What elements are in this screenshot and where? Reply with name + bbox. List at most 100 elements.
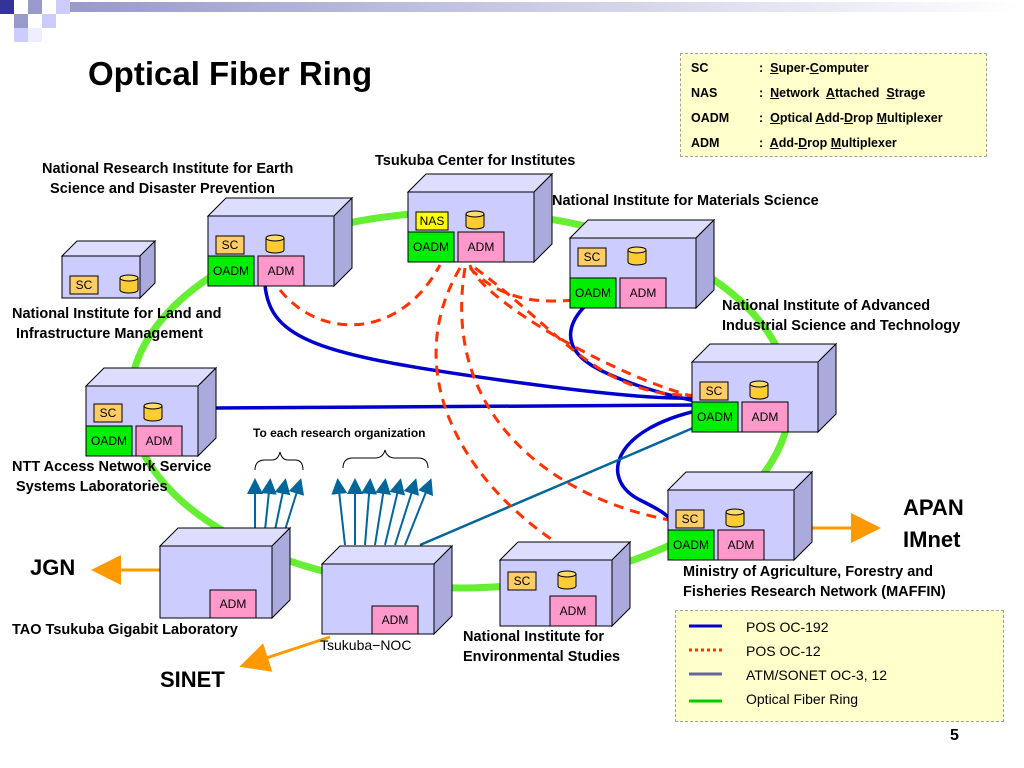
site-aist-oadm-tag xyxy=(691,401,739,433)
site-nims-sc-tag-label: SC xyxy=(584,250,601,264)
abbr-part: omputer xyxy=(818,61,869,75)
site-maffin-adm-tag xyxy=(717,529,765,561)
line-type-legend: POS OC-192 POS OC-12 ATM/SONET OC-3, 12 … xyxy=(675,610,1004,722)
abbr-term: SC xyxy=(691,61,709,75)
abbr-part: C xyxy=(809,61,819,75)
abbr-part: S xyxy=(770,61,779,75)
site-nied-sc-tag-label: SC xyxy=(222,238,239,252)
oc192-links xyxy=(214,284,701,521)
storage-icon xyxy=(465,214,485,230)
abbr-sep: : xyxy=(759,61,771,75)
abbr-term: NAS xyxy=(691,86,718,100)
storage-icon-top xyxy=(143,402,163,410)
abbr-row-nas: NAS: Network Attached Strage xyxy=(691,86,925,100)
abbr-sep: : xyxy=(759,136,770,150)
storage-icon xyxy=(627,250,647,266)
site-maffin-sc-tag-label: SC xyxy=(682,512,699,526)
abbr-row-oadm: OADM: Optical Add-Drop Multiplexer xyxy=(691,111,943,125)
label-sinet: SINET xyxy=(160,667,225,692)
abbr-part: rop xyxy=(853,111,877,125)
label-nies: National Institute for Environmental Stu… xyxy=(463,629,621,665)
abbr-part: etwork xyxy=(779,86,826,100)
abbr-sep: : xyxy=(759,86,771,100)
abbr-part: N xyxy=(770,86,780,100)
label-ntt: NTT Access Network Service Systems Labor… xyxy=(12,459,212,495)
storage-icon xyxy=(119,278,139,294)
site-ntt-sc-tag-label: SC xyxy=(100,406,117,420)
site-ntt-oadm-tag xyxy=(85,425,133,457)
site-ntt-adm-tag xyxy=(135,425,183,457)
abbr-part: ptical xyxy=(779,111,816,125)
abbr-part: D xyxy=(843,111,854,125)
label-tsukuba-center: Tsukuba Center for Institutes xyxy=(375,153,576,169)
label-to-each-org: To each research organization xyxy=(253,426,426,440)
storage-icon-top xyxy=(119,274,139,282)
site-nied-adm-tag-label: ADM xyxy=(268,264,295,278)
page-number: 5 xyxy=(950,727,959,744)
abbr-part: trage xyxy=(894,86,926,100)
abbr-part: ttached xyxy=(834,86,887,100)
site-nied-oadm-tag xyxy=(207,255,255,287)
storage-icon-top xyxy=(725,508,745,516)
legend-label-atm: ATM/SONET OC-3, 12 xyxy=(746,667,888,683)
storage-icon xyxy=(725,512,745,528)
site-nims-sc-tag xyxy=(577,247,607,267)
site-nied: SC OADM ADM xyxy=(206,196,354,288)
abbr-part: D xyxy=(798,136,808,150)
site-nied-sc-tag xyxy=(215,235,245,255)
label-apan-imnet: APAN IMnet xyxy=(903,495,964,552)
site-nies-adm-tag-label: ADM xyxy=(560,604,587,618)
site-tsukuba-center-oadm-tag-label: OADM xyxy=(413,240,449,254)
site-tsukuba-center-adm-tag xyxy=(457,231,505,263)
abbr-part: uper- xyxy=(778,61,810,75)
site-nims-adm-tag xyxy=(619,277,667,309)
site-aist-adm-tag-label: ADM xyxy=(752,410,779,424)
storage-icon-top xyxy=(749,380,769,388)
abbr-part: A xyxy=(815,111,825,125)
header-decoration xyxy=(0,0,1020,42)
site-tsukuba-center-nas-tag xyxy=(415,211,449,231)
legend-swatches xyxy=(689,624,722,703)
braces xyxy=(254,449,429,471)
abbr-part: A xyxy=(825,86,835,100)
legend-label-oc12: POS OC-12 xyxy=(746,643,821,659)
site-maffin-adm-tag-label: ADM xyxy=(728,538,755,552)
site-ntt-adm-tag-label: ADM xyxy=(146,434,173,448)
site-maffin-sc-tag xyxy=(675,509,705,529)
label-nims: National Institute for Materials Science xyxy=(552,193,819,209)
site-ntt: SC OADM ADM xyxy=(84,366,218,458)
label-maffin: Ministry of Agriculture, Forestry and Fi… xyxy=(683,564,946,600)
legend-label-ring: Optical Fiber Ring xyxy=(746,691,859,707)
abbr-part: M xyxy=(876,111,888,125)
abbr-part: rop xyxy=(807,136,831,150)
site-nied-oadm-tag-label: OADM xyxy=(213,264,249,278)
storage-icon xyxy=(749,384,769,400)
site-tsukuba-center-nas-tag-label: NAS xyxy=(420,214,445,228)
site-maffin-oadm-tag xyxy=(667,529,715,561)
storage-icon xyxy=(265,238,285,254)
site-aist-oadm-tag-label: OADM xyxy=(697,410,733,424)
label-tsukuba-noc: Tsukuba−NOC xyxy=(320,637,412,653)
site-aist-sc-tag-label: SC xyxy=(706,384,723,398)
abbr-row-sc: SC: Super-Computer xyxy=(691,61,869,75)
storage-icon-top xyxy=(627,246,647,254)
site-tao-adm-tag-label: ADM xyxy=(220,597,247,611)
site-nilim-sc-tag-label: SC xyxy=(76,278,93,292)
legend-label-oc192: POS OC-192 xyxy=(746,619,829,635)
site-ntt-oadm-tag-label: OADM xyxy=(91,434,127,448)
site-aist: SC OADM ADM xyxy=(690,342,838,434)
abbr-part: O xyxy=(770,111,780,125)
site-nims-oadm-tag xyxy=(569,277,617,309)
storage-icon xyxy=(143,406,163,422)
site-tsukuba-noc-adm-tag xyxy=(371,605,419,635)
storage-icon-top xyxy=(465,210,485,218)
abbr-part: dd- xyxy=(824,111,844,125)
site-tao-adm-tag xyxy=(209,589,257,619)
abbr-sep: : xyxy=(759,111,771,125)
label-tao: TAO Tsukuba Gigabit Laboratory xyxy=(12,622,238,638)
abbr-part: dd- xyxy=(778,136,799,150)
